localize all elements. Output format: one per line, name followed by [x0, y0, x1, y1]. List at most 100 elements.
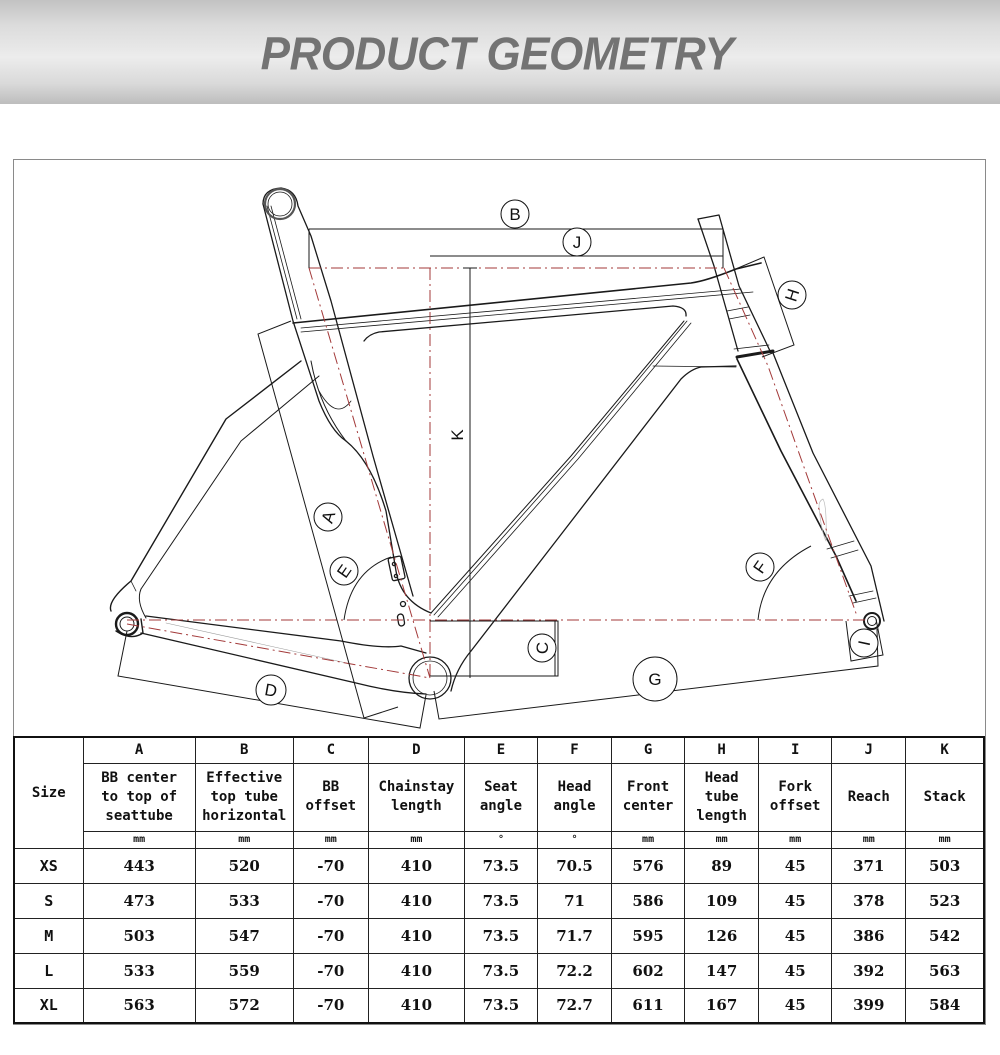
cell-f: 72.2	[536, 952, 613, 989]
size-cell: S	[13, 882, 84, 919]
cell-a: 533	[82, 952, 196, 989]
size-cell: XS	[13, 847, 84, 884]
col-letter-j: J	[831, 736, 907, 764]
col-letter-i: I	[758, 736, 833, 764]
geometry-table: Size A B C D E F G H I J K BB center to …	[13, 736, 985, 1024]
table-row: M 503 547 -70 410 73.5 71.7 595 126 45 3…	[13, 917, 985, 954]
cell-a: 503	[82, 917, 196, 954]
cell-k: 563	[905, 952, 985, 989]
cell-a: 563	[82, 987, 196, 1024]
cell-e: 73.5	[463, 847, 538, 884]
label-j: J	[562, 227, 592, 257]
svg-text:I: I	[855, 639, 875, 648]
cell-j: 371	[831, 847, 907, 884]
cell-h: 109	[684, 882, 760, 919]
cell-c: -70	[292, 917, 369, 954]
cell-h: 147	[684, 952, 760, 989]
svg-text:H: H	[782, 286, 804, 304]
page-title: PRODUCT GEOMETRY	[260, 28, 734, 81]
col-unit-c: mm	[292, 830, 369, 849]
cell-g: 586	[611, 882, 686, 919]
rear-dropout	[114, 611, 140, 637]
size-cell: L	[13, 952, 84, 989]
col-letter-c: C	[292, 736, 369, 764]
col-letter-b: B	[194, 736, 294, 764]
cell-g: 576	[611, 847, 686, 884]
svg-text:K: K	[448, 429, 467, 441]
col-desc-e: Seat angle	[479, 779, 523, 814]
col-unit-e: °	[463, 830, 538, 849]
cell-c: -70	[292, 882, 369, 919]
cell-b: 547	[194, 917, 294, 954]
cell-c: -70	[292, 952, 369, 989]
chain-stay-upper	[145, 615, 427, 654]
table-row: XS 443 520 -70 410 73.5 70.5 576 89 45 3…	[13, 847, 985, 884]
cell-a: 473	[82, 882, 196, 919]
header-banner: PRODUCT GEOMETRY	[0, 0, 1000, 104]
frame-drawing: B J H K A E	[109, 187, 885, 729]
col-desc-i: Fork offset	[769, 779, 821, 814]
col-unit-d: mm	[367, 830, 465, 849]
cell-d: 410	[367, 917, 465, 954]
col-unit-b: mm	[194, 830, 294, 849]
top-tube-lower	[363, 305, 687, 342]
cell-g: 611	[611, 987, 686, 1024]
svg-text:D: D	[263, 680, 278, 701]
centerlines	[126, 267, 869, 679]
seat-tube-front-edge	[262, 203, 347, 442]
col-letter-f: F	[536, 736, 613, 764]
cell-d: 410	[367, 882, 465, 919]
col-letter-d: D	[367, 736, 465, 764]
cell-e: 73.5	[463, 917, 538, 954]
label-a: A	[313, 502, 343, 532]
col-desc-f: Head angle	[553, 779, 596, 814]
svg-text:G: G	[648, 670, 661, 689]
front-dropout	[863, 612, 881, 630]
top-tube-upper	[292, 262, 762, 324]
size-cell: XL	[13, 987, 84, 1024]
frame-geometry-diagram: B J H K A E	[14, 160, 985, 735]
table-letter-row: Size A B C D E F G H I J K	[13, 736, 985, 849]
col-unit-a: mm	[82, 830, 196, 849]
cell-f: 70.5	[536, 847, 613, 884]
col-letter-e: E	[463, 736, 538, 764]
down-tube-upper	[430, 320, 685, 614]
cell-c: -70	[292, 987, 369, 1024]
cell-d: 410	[367, 952, 465, 989]
cell-d: 410	[367, 847, 465, 884]
cell-b: 559	[194, 952, 294, 989]
col-desc-j: Reach	[847, 788, 890, 805]
label-h: H	[777, 280, 807, 310]
bottle-boss	[387, 555, 406, 582]
cell-d: 410	[367, 987, 465, 1024]
col-desc-d: Chainstay length	[378, 779, 455, 814]
cell-h: 89	[684, 847, 760, 884]
cell-g: 595	[611, 917, 686, 954]
cell-b: 533	[194, 882, 294, 919]
size-cell: M	[13, 917, 84, 954]
cell-k: 523	[905, 882, 985, 919]
label-b: B	[500, 199, 530, 229]
cell-k: 542	[905, 917, 985, 954]
label-d: D	[255, 674, 287, 706]
cell-b: 572	[194, 987, 294, 1024]
cell-k: 584	[905, 987, 985, 1024]
table-row: S 473 533 -70 410 73.5 71 586 109 45 378…	[13, 882, 985, 919]
col-unit-k: mm	[905, 830, 985, 849]
cell-h: 167	[684, 987, 760, 1024]
col-letter-h: H	[684, 736, 760, 764]
col-desc-k: Stack	[923, 788, 966, 805]
cell-a: 443	[82, 847, 196, 884]
col-desc-c: BB offset	[305, 779, 357, 814]
label-c: C	[527, 633, 557, 663]
fork-rear-blade	[736, 358, 857, 602]
down-tube-lower	[450, 365, 737, 692]
cell-b: 520	[194, 847, 294, 884]
svg-text:J: J	[573, 233, 582, 252]
cell-f: 72.7	[536, 987, 613, 1024]
label-e: E	[329, 556, 359, 586]
cell-e: 73.5	[463, 882, 538, 919]
col-desc-g: Front center	[622, 779, 674, 814]
table-description-row: BB center to top of seattube Effective t…	[14, 762, 985, 832]
label-f: F	[745, 552, 775, 582]
